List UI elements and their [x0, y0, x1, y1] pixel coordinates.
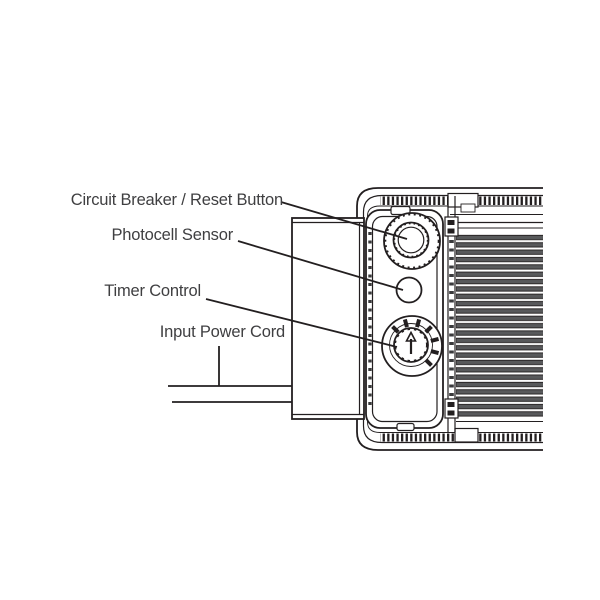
top-clip-mark-1 — [447, 220, 455, 225]
breaker-knurl — [383, 212, 441, 270]
label-input-power-cord: Input Power Cord — [160, 323, 285, 341]
callout-leader-lines — [205, 201, 408, 386]
timer-arrow — [405, 330, 417, 354]
bottom-clip-mark-1 — [447, 402, 455, 407]
leader-timer — [205, 298, 398, 348]
bottom-clip-mark-2 — [447, 410, 455, 416]
callout-labels: Circuit Breaker / Reset Button Photocell… — [71, 191, 285, 341]
junction-box-outline — [291, 217, 365, 420]
circuit-breaker-reset-button — [383, 212, 441, 270]
leader-circuit-breaker — [280, 201, 408, 240]
label-circuit-breaker-reset-button: Circuit Breaker / Reset Button — [71, 191, 283, 209]
bottom-edge-tab — [454, 427, 479, 443]
timer-control — [381, 315, 443, 377]
fin-stack — [456, 234, 543, 418]
input-power-cord — [168, 385, 292, 403]
label-timer-control: Timer Control — [104, 282, 201, 300]
top-clip-mark-2 — [447, 228, 455, 234]
label-photocell-sensor: Photocell Sensor — [111, 226, 233, 244]
photocell-dome — [395, 276, 423, 304]
leader-photocell — [237, 240, 404, 291]
panel-bottom-tab — [396, 422, 415, 432]
heat-sink-fins — [450, 214, 543, 422]
timer-knob-scallop — [393, 327, 429, 363]
panel-fin-divider — [444, 196, 459, 432]
photocell-sensor — [395, 276, 423, 304]
junction-box — [291, 217, 365, 420]
breaker-button — [397, 226, 425, 254]
top-edge-sub-tab — [460, 203, 476, 213]
